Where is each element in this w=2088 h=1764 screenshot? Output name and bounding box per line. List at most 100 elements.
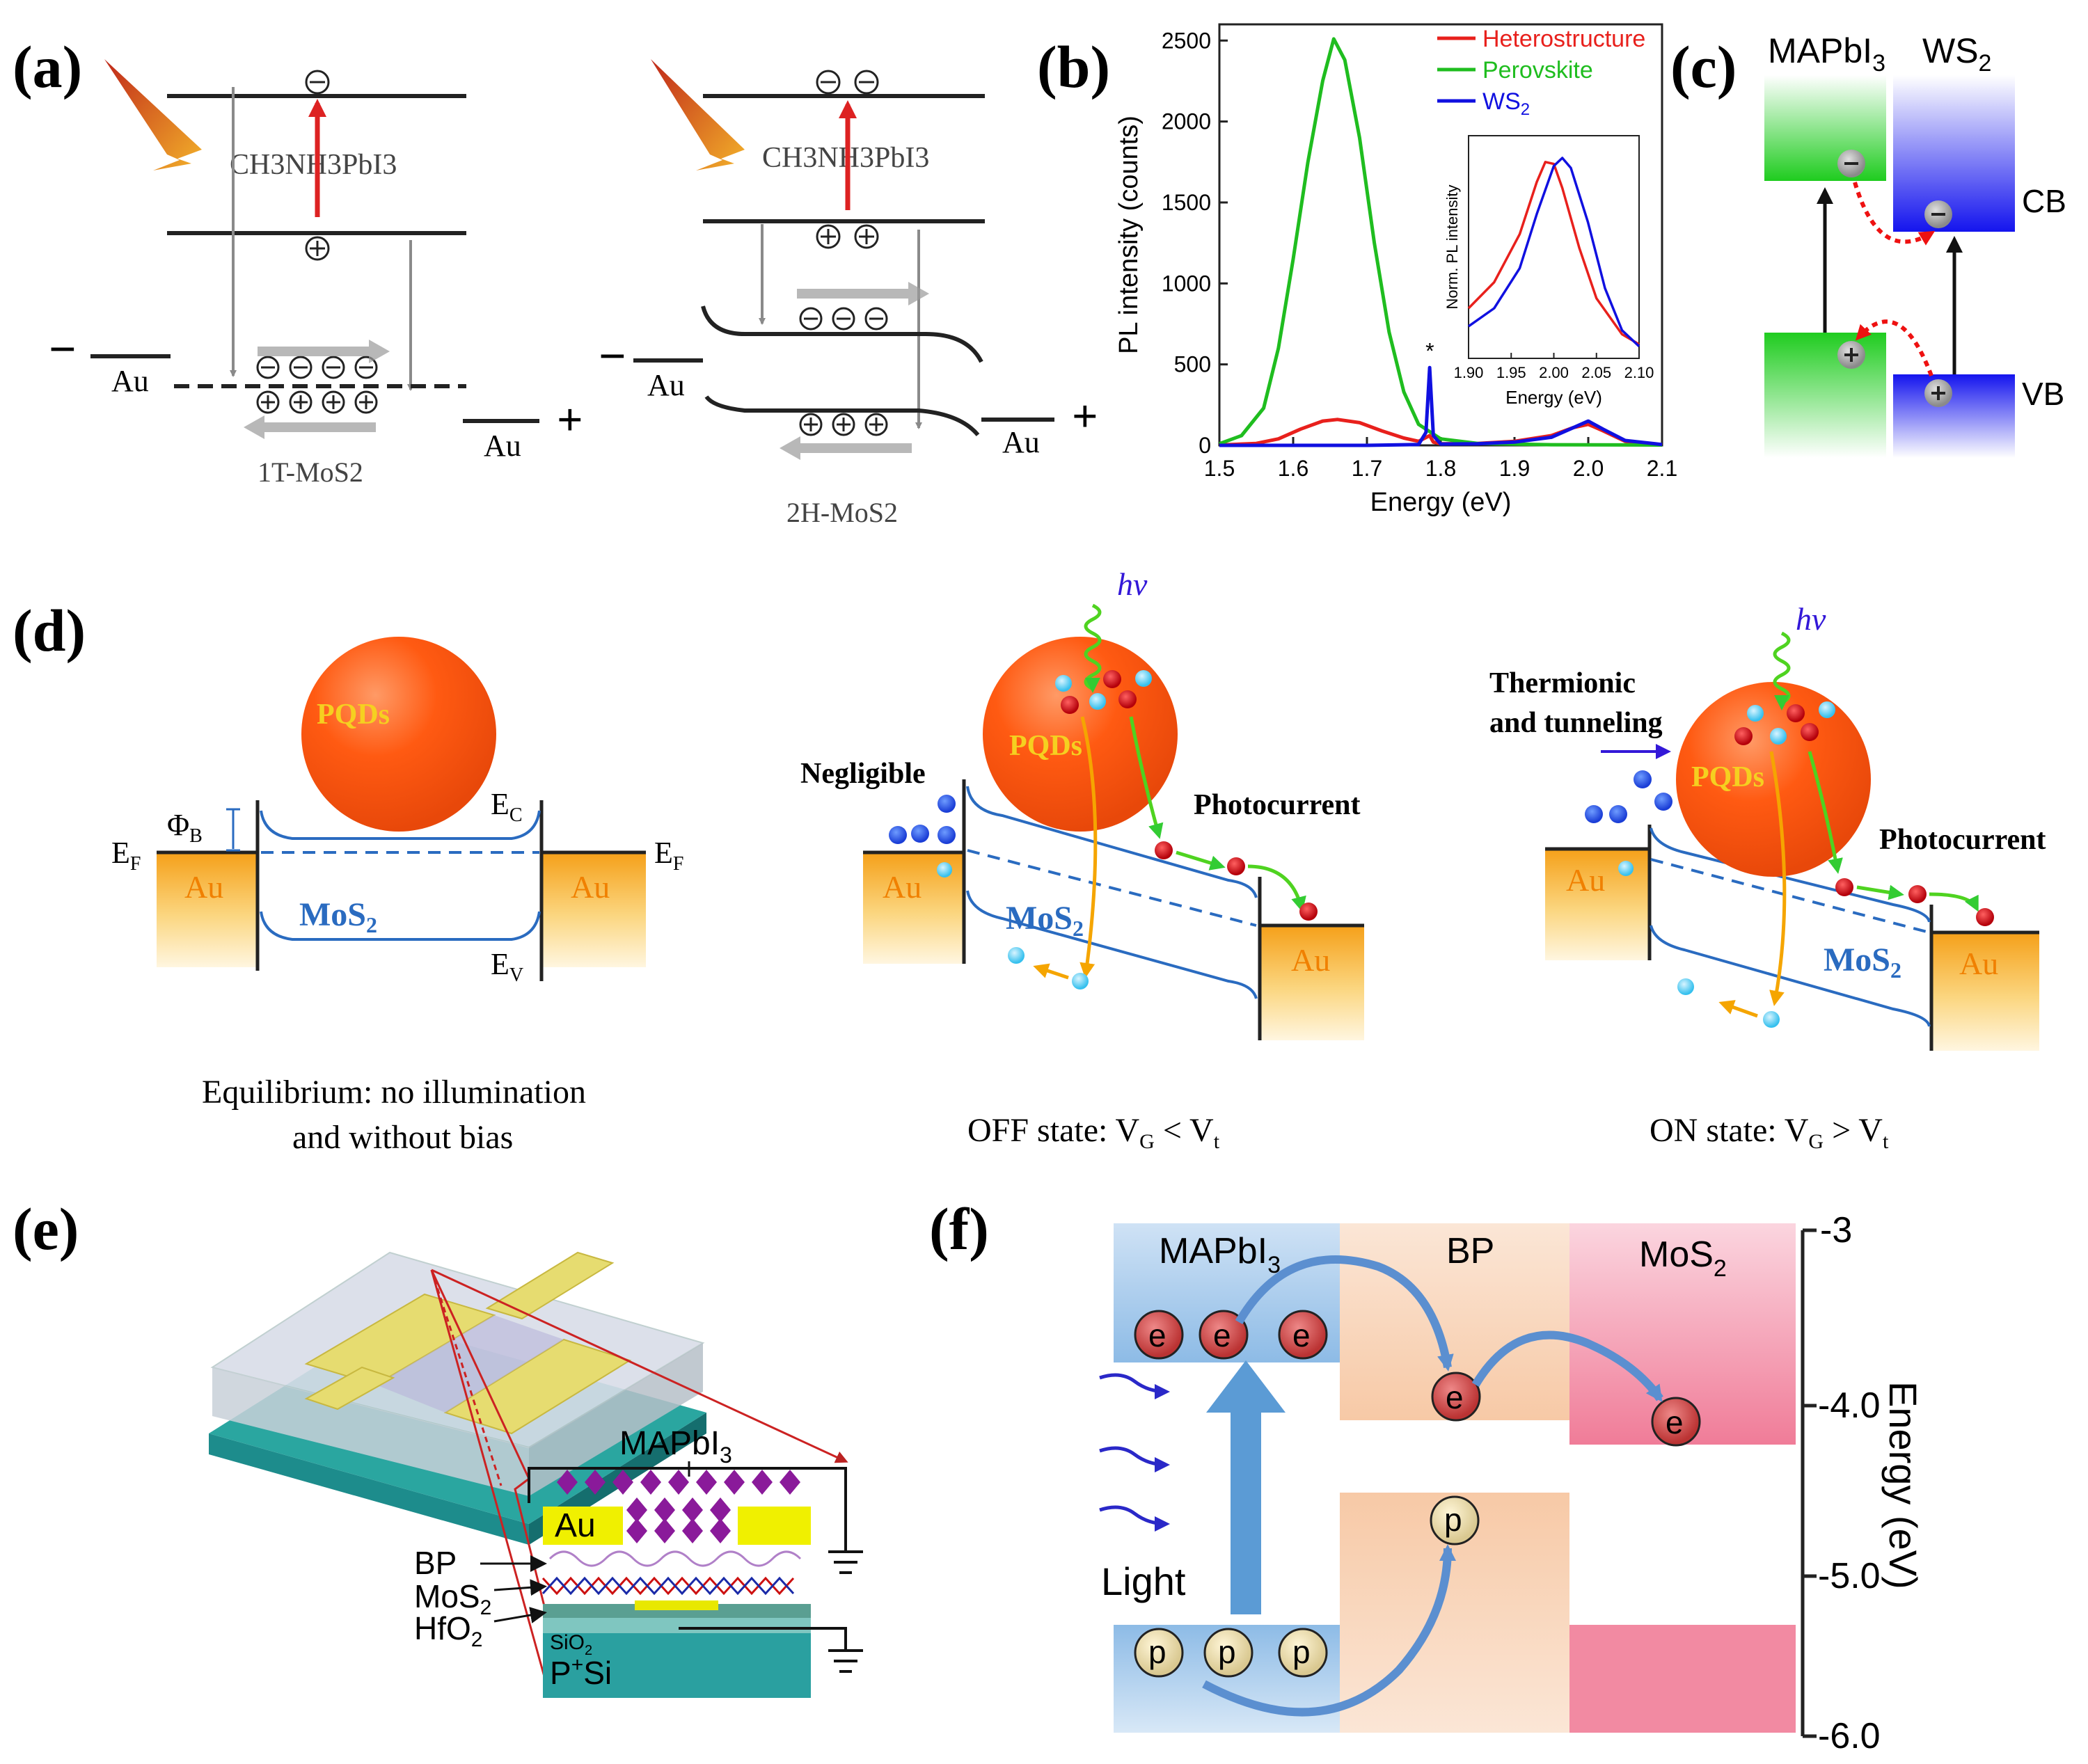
valence-band-edge xyxy=(966,890,1258,999)
x-tick-label: 1.7 xyxy=(1352,456,1382,481)
zoom-line xyxy=(431,1269,848,1463)
panel-d-off-state: Au Au PQDs hν Negligible Photocurrent xyxy=(800,566,1364,1153)
au-label: Au xyxy=(571,869,610,905)
x-tick-label: 1.5 xyxy=(1204,456,1235,481)
au-block xyxy=(543,1507,623,1545)
au-label: Au xyxy=(1959,946,1998,981)
conduction-band-edge xyxy=(260,810,541,840)
au-electrode xyxy=(376,1315,564,1413)
charge-row xyxy=(799,307,888,436)
electron-transfer-arrow xyxy=(1808,751,1843,874)
light-bolt-icon xyxy=(651,59,745,170)
y-tick-label: 2500 xyxy=(1162,28,1211,53)
mos2-layer xyxy=(541,1576,795,1596)
au-electrode xyxy=(485,1251,615,1320)
drift-arrow xyxy=(258,340,390,363)
light-wave xyxy=(1099,1505,1170,1532)
panel-d: (d) Au Au PQDs ΦB EF EF EC EV MoS2 Equil… xyxy=(13,566,2046,1156)
hole-transfer-arrow xyxy=(1202,1544,1456,1717)
series-line-heterostructure xyxy=(1219,418,1663,447)
ws2-conduction-band xyxy=(1893,75,2015,232)
inset-x-axis-title: Energy (eV) xyxy=(1505,387,1602,408)
charge-row xyxy=(256,356,378,414)
light-wave xyxy=(1099,1373,1170,1399)
ev-label: EV xyxy=(491,947,523,986)
light-wave xyxy=(1099,1446,1170,1472)
electron-transfer-arrow xyxy=(1129,716,1164,839)
energy-axis: -3 -4.0 -5.0 -6.0 Energy (eV) xyxy=(1801,1210,1925,1756)
au-electrode-right xyxy=(1260,925,1364,1040)
hole-symbol xyxy=(305,236,330,261)
panel-a-right-diagram: CH3NH3PbI3 − Au Au + 2H-MoS2 xyxy=(599,59,1098,528)
ec-label: EC xyxy=(491,787,523,826)
hole-icon xyxy=(1924,379,1952,407)
hole-icon: p xyxy=(1430,1495,1480,1546)
ws2-valence-band xyxy=(1893,374,2015,458)
bp-label: BP xyxy=(414,1545,457,1581)
svg-text:p: p xyxy=(1148,1634,1166,1670)
panel-f: (f) MAPbI3 BP MoS2 -3 -4.0 -5.0 -6.0 Ene… xyxy=(929,1195,1925,1756)
material-label: CH3NH3PbI3 xyxy=(230,149,397,181)
electron-icon: e xyxy=(1134,1310,1184,1360)
svg-text:e: e xyxy=(1148,1317,1166,1353)
mos2-label: MoS2 xyxy=(414,1578,491,1619)
photocurrent-label: Photocurrent xyxy=(1879,824,2046,856)
light-wave xyxy=(1084,603,1102,691)
x-tick-label: 1.8 xyxy=(1425,456,1456,481)
mapbi-label: MAPbI3 xyxy=(1159,1231,1281,1278)
gate-electrode xyxy=(635,1600,718,1610)
pqd-particle xyxy=(301,637,496,832)
zoom-line xyxy=(430,1269,503,1486)
au-label: Au xyxy=(883,869,922,905)
pqd-label: PQDs xyxy=(1691,761,1764,793)
hole-transfer-arrow xyxy=(1769,751,1787,1006)
au-label: Au xyxy=(1566,862,1605,898)
panel-b-label: (b) xyxy=(1037,33,1110,100)
hfo2-label: HfO2 xyxy=(414,1610,482,1651)
electron-icon: e xyxy=(1431,1372,1481,1422)
device-substrate-side xyxy=(209,1433,529,1545)
hole-transfer-arrow xyxy=(1718,1000,1758,1018)
mos2-layer xyxy=(541,1576,795,1596)
hole-icon: p xyxy=(1134,1628,1184,1678)
excitation-arrow xyxy=(1206,1360,1286,1614)
inset-series-line-ws2 xyxy=(1467,157,1640,347)
fermi-level-dashed xyxy=(1650,858,1930,934)
minus-sign: − xyxy=(599,330,626,383)
light-wave xyxy=(1773,631,1791,705)
barrier-label: ΦB xyxy=(167,808,203,847)
inset-x-tick-label: 1.90 xyxy=(1454,364,1484,381)
hfo2-layer xyxy=(543,1604,811,1618)
mos2-pointer xyxy=(493,1579,547,1596)
valence-band-edge xyxy=(260,911,541,941)
electron-cluster xyxy=(1734,701,1835,745)
electron-icon: e xyxy=(1278,1310,1328,1360)
hole-transfer-arrow xyxy=(1855,319,1933,377)
mos2-label: MoS2 xyxy=(1006,900,1084,941)
y-tick-label: 500 xyxy=(1174,352,1211,377)
substrate-label: 2H-MoS2 xyxy=(786,497,898,528)
hole-transfer-arrow xyxy=(1033,963,1069,980)
ef-label: EF xyxy=(654,836,683,875)
caption-line: OFF state: VG < Vt xyxy=(967,1112,1220,1153)
svg-text:e: e xyxy=(1213,1317,1231,1353)
mos2-vb-block xyxy=(1569,1625,1796,1733)
bent-conduction-band xyxy=(701,305,983,363)
drift-arrow xyxy=(780,436,912,460)
au-label: Au xyxy=(184,869,223,905)
peak-marker: * xyxy=(1425,339,1434,364)
bent-valence-band xyxy=(704,395,980,436)
panel-c-label: (c) xyxy=(1670,33,1737,100)
psi-label: P+Si xyxy=(550,1653,612,1691)
svg-text:p: p xyxy=(1444,1502,1462,1538)
pqd-label: PQDs xyxy=(1009,730,1082,762)
inset-y-axis-title: Norm. PL intensity xyxy=(1444,185,1461,310)
mos2-label: MoS2 xyxy=(1639,1234,1727,1282)
y-tick-label: 2000 xyxy=(1162,109,1211,134)
material-left-label: MAPbI3 xyxy=(1768,31,1885,77)
electron-transfer-arrow xyxy=(1235,1255,1454,1372)
inset-series-line-heterostructure xyxy=(1467,161,1640,346)
inset-x-tick-label: 1.95 xyxy=(1496,364,1526,381)
mapbi-conduction-band xyxy=(1764,75,1886,181)
